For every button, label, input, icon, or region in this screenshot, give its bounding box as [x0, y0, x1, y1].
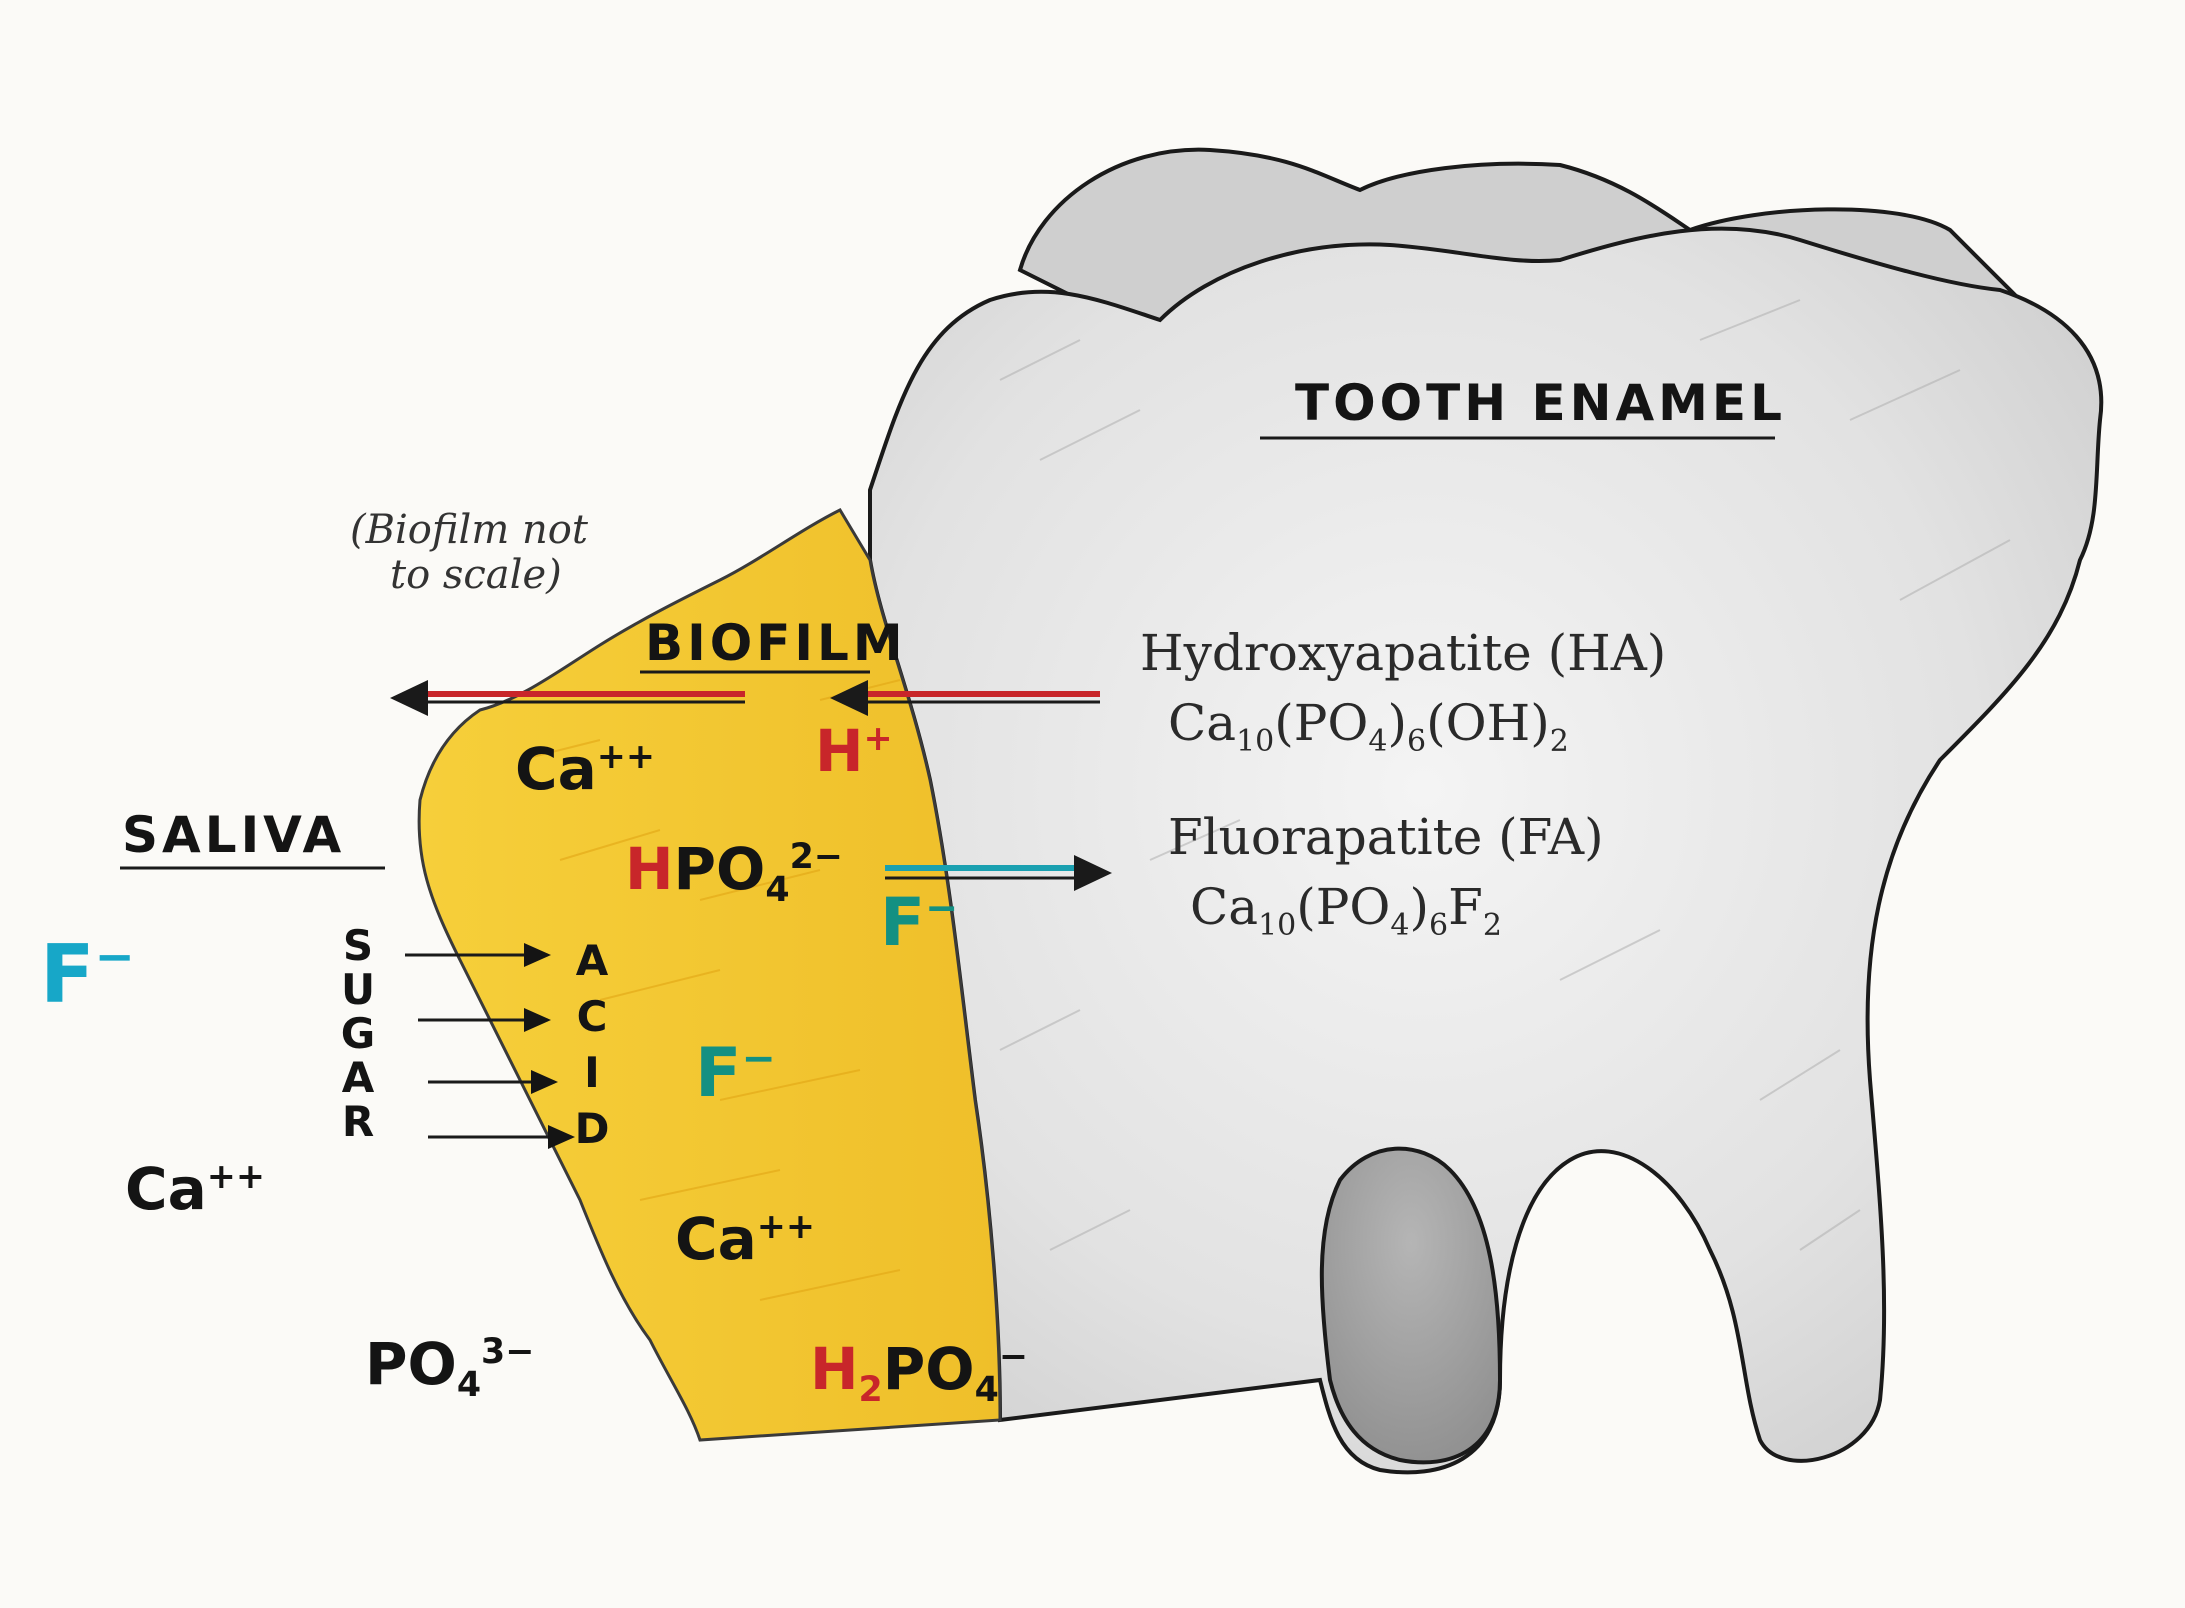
- sugar-to-acid-arrows: [405, 943, 575, 1149]
- biofilm-title: BIOFILM: [645, 614, 907, 672]
- ion-calcium-saliva: Ca++: [125, 1155, 266, 1223]
- hydroxyapatite-formula: Ca10(PO4)6(OH)2: [1168, 694, 1569, 759]
- ion-fluoride-biofilm: F−: [695, 1033, 776, 1113]
- vertical-letter: G: [340, 1009, 376, 1058]
- biofilm-note-line-1: (Biofilm not: [350, 507, 588, 553]
- hydroxyapatite-label: Hydroxyapatite (HA): [1140, 624, 1667, 682]
- ion-dihydrogen-phosphate: H2PO4−: [810, 1335, 1028, 1411]
- vertical-letter: R: [341, 1097, 375, 1146]
- biofilm-texture: [519, 679, 901, 1301]
- saliva-title: SALIVA: [122, 806, 346, 864]
- ion-calcium-biofilm-top: Ca++: [515, 735, 656, 803]
- ion-phosphate-saliva: PO43−: [365, 1330, 535, 1406]
- biofilm-note-line-2: to scale): [390, 552, 562, 598]
- vertical-letter: C: [576, 992, 608, 1041]
- ion-fluoride-saliva: F−: [40, 928, 135, 1021]
- biofilm-layer: [417, 508, 1002, 1442]
- vertical-letter: A: [341, 1053, 375, 1102]
- vertical-letter: U: [340, 965, 376, 1014]
- vertical-letter: A: [575, 936, 609, 985]
- ion-fluoride-enamel-edge: F−: [880, 884, 959, 961]
- vertical-letter: S: [342, 921, 374, 970]
- fluorapatite-formula: Ca10(PO4)6F2: [1190, 878, 1502, 943]
- teal-arrow-f-minus: [885, 855, 1112, 891]
- ion-calcium-biofilm-bottom: Ca++: [675, 1205, 816, 1273]
- ion-hydrogen-phosphate: HPO42−: [625, 835, 843, 911]
- red-arrow-h-plus: [390, 680, 1100, 716]
- tooth-enamel-title: TOOTH ENAMEL: [1295, 374, 1786, 432]
- enamel-shading: [999, 299, 2011, 1251]
- vertical-letter: I: [584, 1048, 600, 1097]
- ion-hydrogen: H+: [815, 717, 893, 785]
- tooth-root-gap: [1319, 1146, 1503, 1465]
- vertical-letter: D: [574, 1104, 610, 1153]
- fluorapatite-label: Fluorapatite (FA): [1168, 808, 1604, 866]
